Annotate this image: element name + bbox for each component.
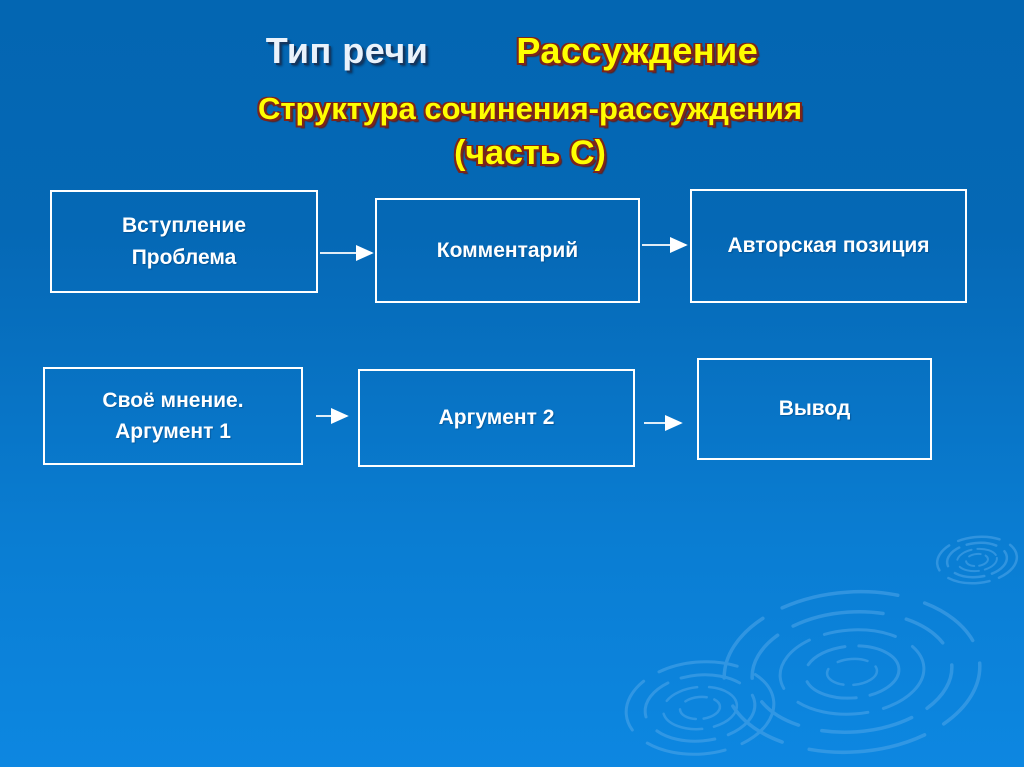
title-speech-type: Тип речи (265, 30, 429, 71)
slide-subtitle-part-c: (часть С) (454, 134, 606, 172)
diagram-box-introduction-problem: Вступление Проблема (50, 190, 318, 293)
slide-title: Тип речи Рассуждение (0, 30, 1024, 72)
diagram-box-conclusion: Вывод (697, 358, 932, 460)
ripple-small (935, 535, 1019, 585)
box-text-line: Аргумент 1 (115, 420, 231, 443)
diagram-box-author-position: Авторская позиция (690, 189, 967, 303)
box-text-line: Вступление (121, 214, 247, 237)
box-text-line: Вывод (778, 397, 851, 421)
diagram-box-comment: Комментарий (375, 198, 640, 303)
slide-subtitle: Структура сочинения-рассуждения (257, 91, 803, 126)
ripple-large (722, 589, 982, 755)
box-text-line: Авторская позиция (727, 234, 930, 258)
box-text-line: Проблема (131, 245, 237, 269)
ripple-medium (624, 660, 776, 756)
diagram-box-own-opinion-argument1: Своё мнение. Аргумент 1 (43, 367, 303, 465)
title-reasoning: Рассуждение (516, 30, 759, 71)
diagram-box-argument2: Аргумент 2 (358, 369, 635, 467)
box-text-line: Своё мнение. (102, 388, 244, 412)
box-text-line: Аргумент 2 (438, 406, 555, 430)
box-text-line: Комментарий (436, 238, 579, 262)
